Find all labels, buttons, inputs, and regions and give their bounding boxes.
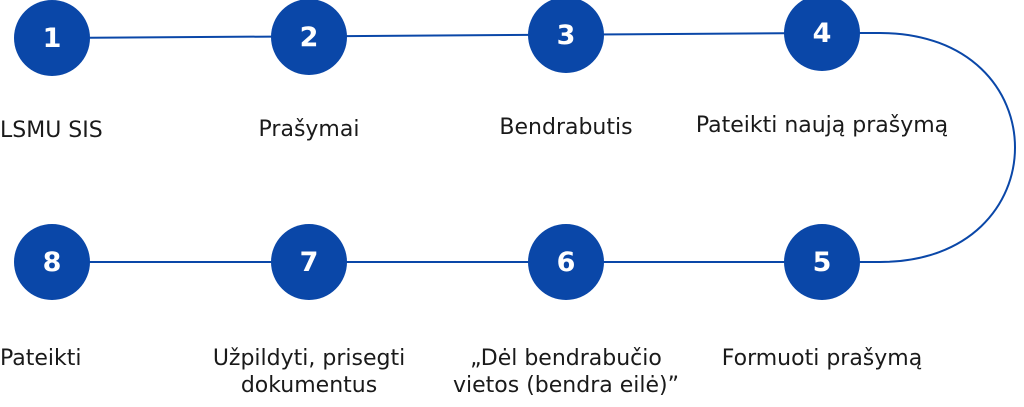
connector-curve [822, 32, 1016, 263]
step-label: Pateikti naują prašymą [695, 113, 949, 138]
step-label: Užpildyti, prisegti dokumentus [212, 346, 406, 398]
step-number-badge: 2 [271, 0, 347, 75]
step-number-badge: 1 [14, 0, 90, 76]
step-label: LSMU SIS [0, 118, 103, 143]
step-number-badge: 5 [784, 224, 860, 300]
step-number-badge: 8 [14, 224, 90, 300]
step-number-badge: 7 [271, 224, 347, 300]
step-number-badge: 4 [784, 0, 860, 71]
connector-top-row [51, 32, 823, 39]
step-number-badge: 3 [528, 0, 604, 73]
step-label: „Dėl bendrabučio vietos (bendra eilė)” [453, 346, 679, 398]
step-label: Bendrabutis [499, 115, 633, 140]
step-label: Prašymai [258, 117, 360, 142]
step-number-badge: 6 [528, 224, 604, 300]
step-label: Formuoti prašymą [721, 346, 923, 371]
step-label: Pateikti [0, 346, 82, 371]
